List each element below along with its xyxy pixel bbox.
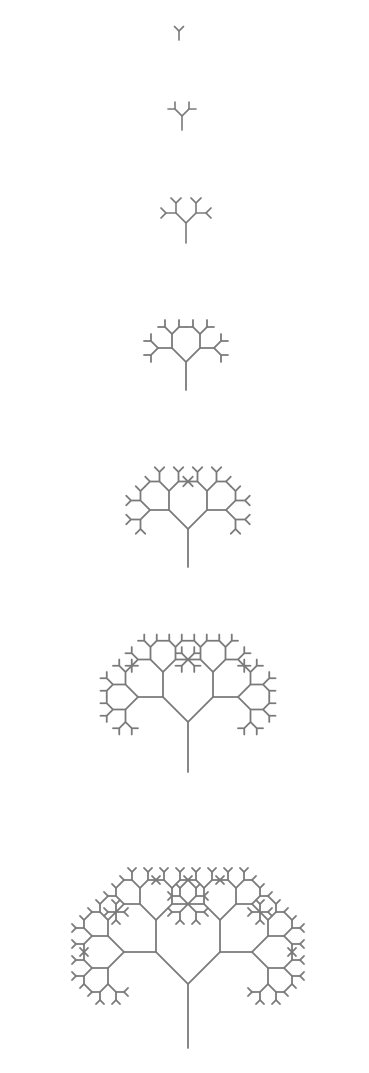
background — [0, 0, 369, 1073]
fractal-tree-sequence — [0, 0, 369, 1073]
